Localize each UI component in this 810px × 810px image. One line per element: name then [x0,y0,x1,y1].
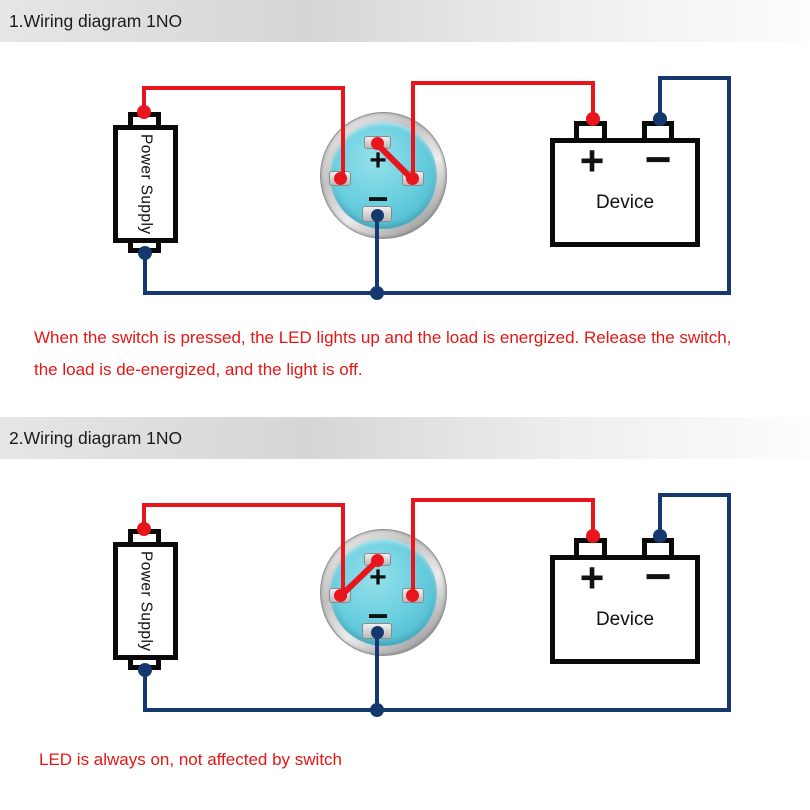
wire-blue-device-rise [658,493,662,538]
wire-red-switch-left-drop [341,503,345,597]
wire-blue-bottom-return [143,291,731,295]
supply-positive-dot [137,105,151,119]
wire-blue-bottom-return [143,708,731,712]
switch-left-dot [334,589,347,602]
wire-blue-top-run [658,493,731,497]
wire-red-switch-right-rise [411,81,415,180]
section-1-header: 1.Wiring diagram 1NO [0,0,810,42]
wire-red-switch-to-device [411,81,595,85]
caption-line: When the switch is pressed, the LED ligh… [34,328,732,347]
wire-red-supply-stub [142,503,146,529]
wire-red-supply-to-switch [142,503,345,507]
device-negative-dot [653,112,667,126]
wire-red-supply-to-switch [142,86,345,90]
wire-red-switch-left-drop [341,86,345,180]
section-1-title: 1.Wiring diagram 1NO [9,11,183,31]
device-positive-dot [586,112,600,126]
wire-red-switch-right-rise [411,498,415,597]
switch-minus-symbol: − [367,178,389,219]
wire-blue-device-rise [658,76,662,121]
switch-bottom-dot [371,626,384,639]
power-supply-box: Power Supply [113,542,178,660]
caption-line: LED is always on, not affected by switch [39,750,343,769]
section-2-title: 2.Wiring diagram 1NO [9,428,183,448]
switch-right-dot [406,172,419,185]
section-2-caption: LED is always on, not affected by switch [39,744,779,776]
wire-red-device-drop [591,81,595,121]
power-supply-label: Power Supply [137,133,155,235]
ground-junction-dot [370,703,384,717]
device-positive-dot [586,529,600,543]
wire-red-device-drop [591,498,595,538]
supply-positive-dot [137,522,151,536]
switch-minus-symbol: − [367,595,389,636]
power-supply-label: Power Supply [137,550,155,652]
wire-blue-switch-drop [375,631,379,712]
diagram-1: Power Supply + − + − Device [0,42,810,327]
diagram-2: Power Supply + − + − Device [0,459,810,744]
device-box [550,138,700,247]
device-label: Device [595,192,655,213]
wire-red-supply-stub [142,86,146,112]
device-plus-symbol: + [579,137,605,184]
device-minus-symbol: − [644,550,672,602]
wire-blue-switch-drop [375,214,379,295]
wire-red-switch-to-device [411,498,595,502]
ground-junction-dot [370,286,384,300]
device-box [550,555,700,664]
section-2-header: 2.Wiring diagram 1NO [0,417,810,459]
switch-bottom-dot [371,209,384,222]
device-label: Device [595,609,655,630]
switch-right-dot [406,589,419,602]
switch-top-dot [371,554,384,567]
caption-line: the load is de-energized, and the light … [34,359,363,379]
switch-plus-symbol: + [369,561,387,594]
wire-blue-right-drop [727,493,731,712]
power-supply-box: Power Supply [113,125,178,243]
device-plus-symbol: + [579,554,605,601]
supply-negative-dot [138,663,152,677]
supply-negative-dot [138,246,152,260]
device-negative-dot [653,529,667,543]
wire-blue-top-run [658,76,731,80]
switch-top-dot [371,137,384,150]
wire-blue-right-drop [727,76,731,295]
switch-left-dot [334,172,347,185]
section-1-caption: When the switch is pressed, the LED ligh… [34,322,804,385]
wire-blue-supply-drop [143,249,147,295]
device-minus-symbol: − [644,133,672,185]
wire-blue-supply-drop [143,666,147,712]
